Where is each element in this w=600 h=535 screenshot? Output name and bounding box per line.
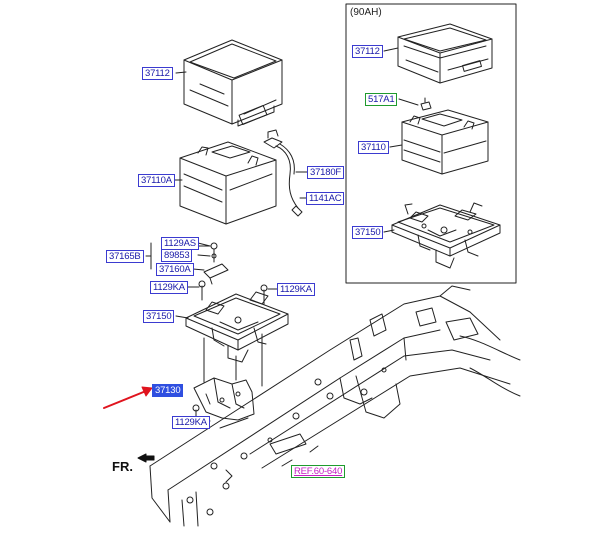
part-label-1129ka-right[interactable]: 1129KA — [277, 283, 315, 296]
leader-517a1 — [398, 98, 419, 106]
inset-part-label-37110[interactable]: 37110 — [358, 141, 389, 154]
leader-inset-37150 — [383, 229, 395, 233]
part-label-37110a[interactable]: 37110A — [138, 174, 175, 187]
leader-89853 — [197, 254, 211, 257]
inset-title: (90AH) — [350, 7, 382, 18]
part-label-37130-highlighted[interactable]: 37130 — [152, 384, 184, 397]
inset-battery-illustration — [401, 109, 489, 175]
part-label-37180f[interactable]: 37180F — [307, 166, 345, 179]
part-label-1129ka-bottom[interactable]: 1129KA — [172, 416, 210, 429]
leader-inset-37112 — [383, 47, 399, 52]
battery-bracket-illustration — [193, 377, 255, 421]
reference-link-60-640[interactable]: REF.60-640 — [291, 465, 346, 478]
leader-1129as — [197, 242, 211, 247]
battery-cable-illustration — [263, 129, 303, 217]
leader-37112 — [175, 71, 187, 74]
part-label-37160a[interactable]: 37160A — [156, 263, 194, 276]
inset-part-label-37150[interactable]: 37150 — [352, 226, 384, 239]
leader-37160a — [192, 268, 205, 271]
inset-battery-tray-illustration — [391, 202, 501, 269]
battery-tray-illustration — [185, 291, 289, 363]
inset-battery-case-illustration — [397, 23, 493, 84]
leader-inset-37110 — [389, 144, 403, 148]
chassis-frame-illustration — [149, 285, 521, 527]
part-label-89853[interactable]: 89853 — [161, 249, 193, 262]
part-label-37165b[interactable]: 37165B — [106, 250, 144, 263]
inset-part-label-517a1[interactable]: 517A1 — [365, 93, 398, 106]
part-label-37112[interactable]: 37112 — [142, 67, 173, 80]
part-label-37150[interactable]: 37150 — [143, 310, 175, 323]
inset-part-label-37112[interactable]: 37112 — [352, 45, 383, 58]
leader-ref — [281, 459, 293, 467]
part-label-1141ac[interactable]: 1141AC — [306, 192, 345, 205]
battery-illustration — [179, 141, 277, 225]
battery-case-illustration — [183, 39, 283, 127]
leader-37150 — [175, 315, 189, 319]
front-arrow-icon — [137, 453, 155, 463]
inset-terminal-clip-illustration — [420, 97, 432, 111]
pointer-arrow — [103, 386, 153, 409]
battery-clamp-illustration — [197, 242, 229, 285]
part-label-1129ka-left[interactable]: 1129KA — [150, 281, 188, 294]
front-direction-label: FR. — [112, 459, 133, 474]
